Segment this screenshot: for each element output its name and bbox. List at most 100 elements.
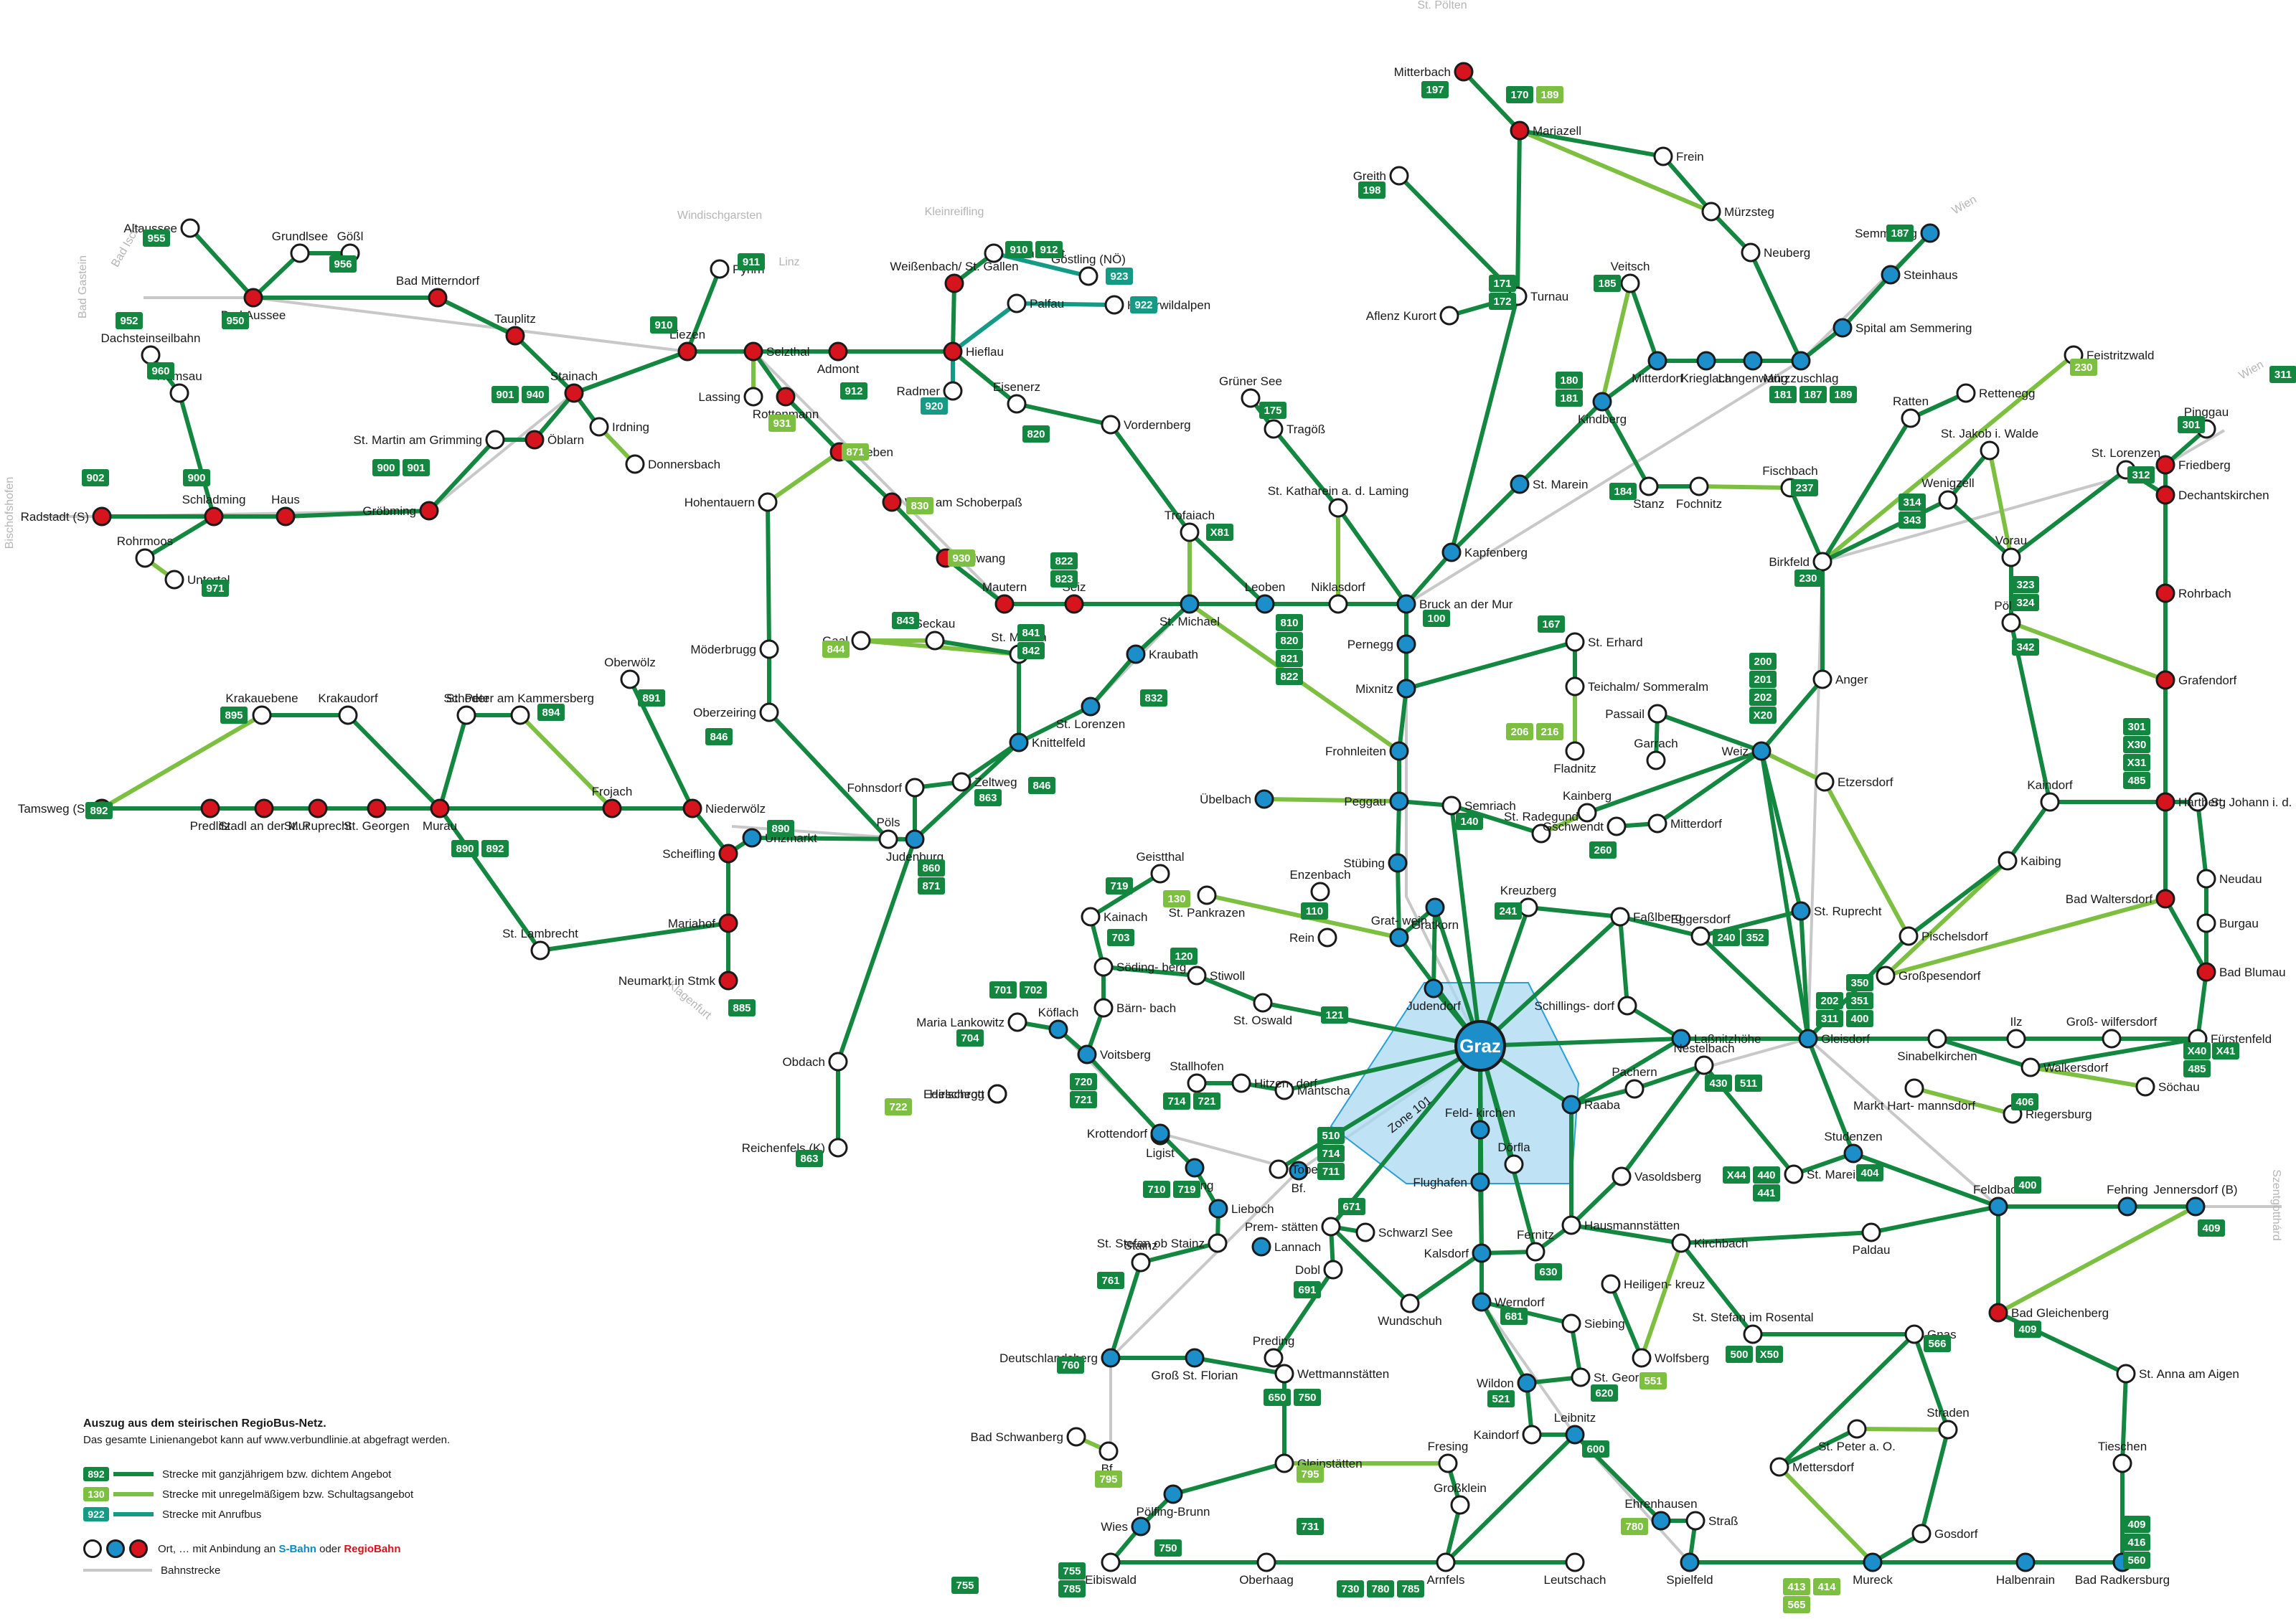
stop-deutschlandsberg[interactable] <box>1101 1348 1121 1368</box>
stop-bf_wies[interactable] <box>1098 1441 1119 1461</box>
stop-grosswilfersdorf[interactable] <box>2102 1029 2122 1049</box>
stop-tragoess[interactable] <box>1264 419 1284 439</box>
stop-langenwang[interactable] <box>1743 351 1763 371</box>
stop-heiligenkreuz[interactable] <box>1601 1274 1621 1294</box>
stop-ramsau[interactable] <box>169 383 189 403</box>
stop-stkatharein[interactable] <box>1328 498 1348 518</box>
stop-kaibing[interactable] <box>1998 851 2018 871</box>
stop-bruck[interactable] <box>1396 594 1416 614</box>
stop-mariazell[interactable] <box>1510 121 1530 141</box>
stop-groebming[interactable] <box>419 501 439 521</box>
stop-sterhard[interactable] <box>1565 632 1585 652</box>
stop-stpankrazen[interactable] <box>1197 885 1217 905</box>
stop-stmichael[interactable] <box>1180 594 1200 614</box>
stop-neuberg[interactable] <box>1741 242 1761 263</box>
stop-stgeorgen_m[interactable] <box>367 798 387 818</box>
stop-goestling[interactable] <box>1078 266 1098 286</box>
stop-stainach[interactable] <box>564 383 584 403</box>
stop-birkfeld[interactable] <box>1812 552 1832 572</box>
stop-mitterbach[interactable] <box>1454 62 1474 82</box>
stop-hieflau[interactable] <box>943 341 963 362</box>
stop-stiwoll[interactable] <box>1187 966 1207 986</box>
stop-kainach[interactable] <box>1081 907 1101 927</box>
stop-spielfeld[interactable] <box>1680 1552 1700 1572</box>
stop-bf_tob[interactable] <box>1289 1161 1309 1181</box>
stop-soechau[interactable] <box>2135 1077 2155 1097</box>
stop-anger[interactable] <box>1812 669 1832 689</box>
stop-stjakob[interactable] <box>1980 440 2000 461</box>
stop-moederbrugg[interactable] <box>759 639 779 659</box>
stop-krakauebene[interactable] <box>252 705 272 725</box>
stop-gaal[interactable] <box>851 631 871 651</box>
stop-grundlsee[interactable] <box>290 243 310 263</box>
stop-grossflorian[interactable] <box>1185 1348 1205 1368</box>
stop-jennersdorf[interactable] <box>2186 1196 2206 1217</box>
stop-oberwoelz[interactable] <box>620 669 640 689</box>
stop-weissenbach[interactable] <box>944 273 964 293</box>
stop-gschwendt[interactable] <box>1606 816 1627 836</box>
stop-siebing[interactable] <box>1561 1313 1581 1334</box>
stop-kaindorf[interactable] <box>2040 792 2060 812</box>
stop-wundschuh[interactable] <box>1400 1293 1420 1313</box>
stop-gratwein[interactable] <box>1389 927 1409 948</box>
stop-palfau[interactable] <box>1007 293 1027 313</box>
stop-kapfenberg[interactable] <box>1441 542 1462 562</box>
stop-oeblarn[interactable] <box>524 430 545 450</box>
stop-altenmarkt[interactable] <box>984 243 1004 263</box>
stop-scheifling[interactable] <box>718 844 738 864</box>
stop-kainberg[interactable] <box>1577 803 1597 823</box>
stop-stpeter_o[interactable] <box>1847 1419 1867 1439</box>
stop-frohnleiten[interactable] <box>1389 741 1409 761</box>
stop-werndorf[interactable] <box>1472 1292 1492 1312</box>
stop-stmartin[interactable] <box>485 430 505 450</box>
stop-kirchbach[interactable] <box>1671 1233 1691 1253</box>
stop-badgleichenberg[interactable] <box>1988 1303 2008 1323</box>
stop-passail[interactable] <box>1647 704 1667 724</box>
stop-gnas[interactable] <box>1904 1324 1924 1344</box>
stop-hinterwildalpen[interactable] <box>1104 295 1124 315</box>
stop-dachstein[interactable] <box>141 345 161 365</box>
stop-leutschach[interactable] <box>1565 1552 1585 1572</box>
stop-ststefan_s[interactable] <box>1208 1233 1228 1253</box>
stop-ststefan_r[interactable] <box>1743 1324 1763 1344</box>
stop-aflenz[interactable] <box>1439 306 1459 326</box>
stop-hitzendorf[interactable] <box>1231 1073 1251 1093</box>
stop-baernbach[interactable] <box>1093 998 1114 1018</box>
stop-neudau[interactable] <box>2196 869 2216 889</box>
stop-neumarkt[interactable] <box>718 971 738 991</box>
stop-stuebing[interactable] <box>1388 853 1408 873</box>
stop-unzmarkt[interactable] <box>742 828 762 848</box>
stop-wettmannstaetten[interactable] <box>1274 1364 1294 1384</box>
stop-predlitz[interactable] <box>200 798 220 818</box>
stop-schwarzlsee[interactable] <box>1355 1222 1375 1242</box>
stop-wies[interactable] <box>1131 1516 1151 1537</box>
stop-judenburg[interactable] <box>905 829 925 849</box>
stop-fochnitz[interactable] <box>1689 476 1709 496</box>
stop-hausmannstaetten[interactable] <box>1561 1215 1581 1235</box>
stop-radmer[interactable] <box>943 381 963 401</box>
stop-badwaltersdorf[interactable] <box>2155 889 2175 909</box>
stop-badmitterndorf[interactable] <box>428 288 448 308</box>
stop-strass[interactable] <box>1685 1511 1705 1531</box>
stop-enzenbach[interactable] <box>1310 882 1330 902</box>
stop-flughafen[interactable] <box>1470 1172 1490 1192</box>
stop-uebelbach[interactable] <box>1254 789 1274 809</box>
stop-rottenmann[interactable] <box>776 387 796 407</box>
stop-schladming[interactable] <box>204 506 224 527</box>
stop-eggersdorf[interactable] <box>1690 926 1711 946</box>
stop-selzthal[interactable] <box>743 341 763 362</box>
stop-ratten[interactable] <box>1901 408 1921 428</box>
stop-lannach[interactable] <box>1251 1237 1271 1257</box>
stop-geistthal[interactable] <box>1150 864 1170 884</box>
stop-weiz[interactable] <box>1751 741 1772 761</box>
stop-mantscha[interactable] <box>1274 1080 1294 1100</box>
stop-pachern[interactable] <box>1624 1079 1645 1099</box>
stop-frojach[interactable] <box>602 798 622 818</box>
stop-kaindorf_l[interactable] <box>1522 1425 1542 1445</box>
stop-rohrmoos[interactable] <box>135 548 155 568</box>
stop-badaussee[interactable] <box>243 288 263 308</box>
stop-niederwoelz[interactable] <box>682 798 702 818</box>
stop-stradegund[interactable] <box>1531 823 1551 844</box>
stop-mettersdorf[interactable] <box>1769 1457 1789 1477</box>
stop-poelfing[interactable] <box>1163 1484 1183 1504</box>
